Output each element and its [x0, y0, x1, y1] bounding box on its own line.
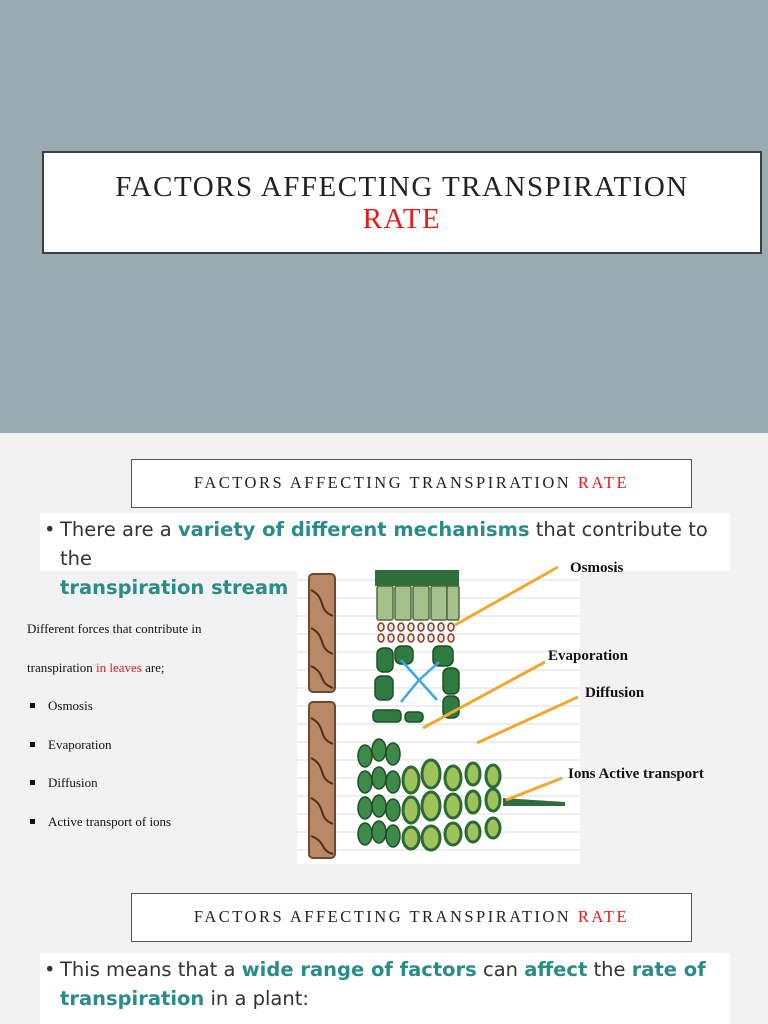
- list-item: Diffusion: [28, 773, 171, 812]
- forces-list: Osmosis Evaporation Diffusion Active tra…: [28, 696, 171, 850]
- list-item: Osmosis: [28, 696, 171, 735]
- title-slide: FACTORS AFFECTING TRANSPIRATION RATE: [0, 0, 768, 433]
- label-diffusion: Diffusion: [585, 685, 645, 701]
- bullet-factors: • This means that a wide range of factor…: [40, 953, 730, 1024]
- label-ions-active-transport: Ions Active transport: [568, 766, 704, 782]
- title-line-2: RATE: [362, 203, 442, 235]
- content-slide: FACTORS AFFECTING TRANSPIRATION RATE • T…: [0, 433, 768, 1024]
- title-box: FACTORS AFFECTING TRANSPIRATION RATE: [42, 151, 762, 254]
- xylem-vessel: [308, 573, 336, 859]
- section-header-1: FACTORS AFFECTING TRANSPIRATION RATE: [131, 459, 692, 508]
- header-highlight: RATE: [577, 907, 630, 926]
- intro-line-1: Different forces that contribute in: [27, 621, 202, 636]
- bullet-dot: •: [44, 518, 56, 541]
- bullet-dot: •: [44, 958, 56, 981]
- intro-line-2: transpiration in leaves are;: [27, 660, 165, 675]
- leaf-cross-section-diagram: [297, 570, 580, 864]
- label-evaporation: Evaporation: [548, 648, 629, 664]
- list-item: Active transport of ions: [28, 812, 171, 851]
- header-highlight: RATE: [577, 473, 630, 492]
- list-item: Evaporation: [28, 735, 171, 774]
- bullet-mechanisms: • There are a variety of different mecha…: [40, 513, 730, 599]
- label-osmosis: Osmosis: [570, 560, 624, 576]
- section-header-2: FACTORS AFFECTING TRANSPIRATION RATE: [131, 893, 692, 942]
- title-line-1: FACTORS AFFECTING TRANSPIRATION: [115, 171, 689, 203]
